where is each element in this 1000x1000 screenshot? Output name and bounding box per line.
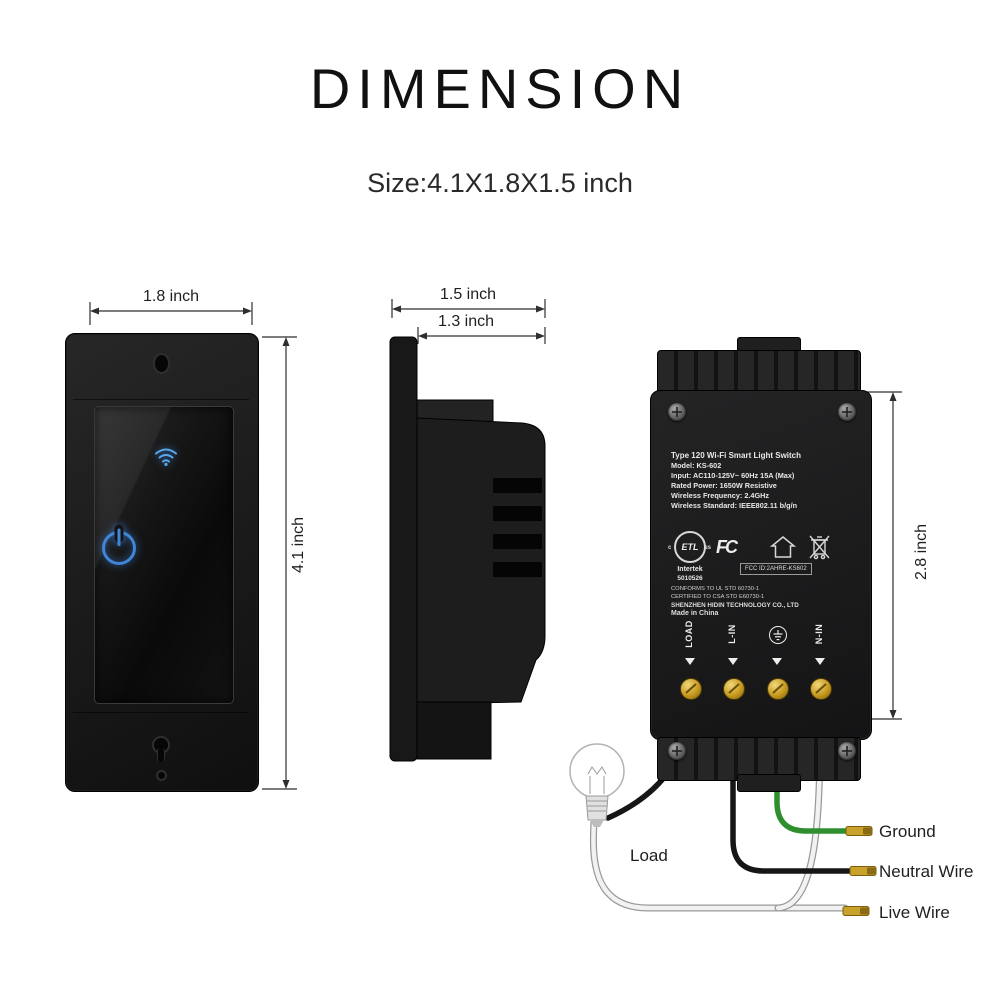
dim-width-label: 1.8 inch <box>142 288 200 305</box>
back-top-strap <box>657 350 861 395</box>
terminal-label-n-in: N-IN <box>814 623 824 645</box>
neutral-wire <box>730 695 855 874</box>
terminal-arrow-l-in <box>728 658 738 665</box>
etl-text: ETL <box>681 542 699 552</box>
wifi-icon <box>153 444 179 472</box>
spec-frequency: Wireless Frequency: 2.4GHz <box>671 491 770 500</box>
etl-logo-circle: ETL <box>674 531 706 563</box>
light-bulb-icon <box>569 743 625 827</box>
etl-mark: ETL c us <box>668 531 711 563</box>
company-text: SHENZHEN HIDIN TECHNOLOGY CO., LTD <box>671 602 799 609</box>
wire-connectors <box>842 826 877 916</box>
side-bottom-box <box>416 701 492 760</box>
power-button-icon <box>96 521 142 576</box>
fcc-logo: FC <box>716 537 738 557</box>
etl-c-text: c <box>668 545 672 551</box>
spec-label-block: Type 120 Wi-Fi Smart Light Switch Model:… <box>671 451 801 511</box>
dim-depth-total-label: 1.5 inch <box>439 286 497 303</box>
back-bottom-tab <box>737 774 801 792</box>
intertek-text: Intertek <box>677 566 703 573</box>
certified-text: CERTIFIED TO CSA STD E60730-1 <box>671 594 765 600</box>
indoor-use-icon <box>769 534 797 565</box>
size-subtitle: Size:4.1X1.8X1.5 inch <box>367 168 633 198</box>
live-wire <box>591 819 848 911</box>
page-title: DIMENSION <box>309 57 691 120</box>
conforms-text: CONFORMS TO UL STD 60730-1 <box>671 586 760 592</box>
side-body <box>416 417 546 705</box>
side-wall-plate <box>389 336 418 762</box>
dimension-arrows <box>89 299 902 790</box>
terminal-screw-ground <box>767 678 789 700</box>
terminal-label-l-in: L-IN <box>727 624 737 644</box>
mount-screw-bottom-right <box>838 742 856 760</box>
terminal-screw-load <box>680 678 702 700</box>
ground-label: Ground <box>879 822 936 841</box>
bottom-keyhole-slot <box>157 748 165 762</box>
terminal-label-load: LOAD <box>684 620 694 648</box>
neutral-connector-tip <box>849 866 877 876</box>
plate-seam-top <box>73 399 249 400</box>
neutral-label: Neutral Wire <box>879 862 974 881</box>
plate-seam-bottom <box>73 712 249 713</box>
ground-connector-tip <box>845 826 873 836</box>
intertek-number: 5010526 <box>677 575 703 582</box>
side-heat-fins <box>493 478 542 577</box>
bottom-small-hole <box>156 770 167 781</box>
terminal-arrow-n-in <box>815 658 825 665</box>
spec-title: Type 120 Wi-Fi Smart Light Switch <box>671 451 802 460</box>
terminal-screw-l-in <box>723 678 745 700</box>
spec-rated-power: Rated Power: 1650W Resistive <box>671 481 777 490</box>
load-label: Load <box>630 846 668 865</box>
spec-model: Model: KS-602 <box>671 461 722 470</box>
spec-input: Input: AC110-125V~ 60Hz 15A (Max) <box>671 471 795 480</box>
mount-screw-top-right <box>838 403 856 421</box>
mount-screw-bottom-left <box>668 742 686 760</box>
live-label: Live Wire <box>879 903 950 922</box>
spec-standard: Wireless Standard: IEEE802.11 b/g/n <box>671 501 798 510</box>
ground-wire <box>774 695 851 834</box>
origin-text: Made in China <box>671 610 719 617</box>
terminal-ground-symbol <box>769 626 787 644</box>
etl-us-text: us <box>704 545 712 551</box>
terminal-screw-n-in <box>810 678 832 700</box>
terminal-arrow-load <box>685 658 695 665</box>
dim-depth-body-label: 1.3 inch <box>437 313 495 330</box>
weee-bin-icon <box>806 532 832 567</box>
wiring-diagram <box>589 694 855 912</box>
top-screw-hole <box>153 353 170 374</box>
fcc-id-box: FCC ID:2AHRE-KS602 <box>740 563 812 575</box>
terminal-arrow-ground <box>772 658 782 665</box>
live-connector-tip <box>842 906 870 916</box>
side-view <box>389 336 546 762</box>
mount-screw-top-left <box>668 403 686 421</box>
